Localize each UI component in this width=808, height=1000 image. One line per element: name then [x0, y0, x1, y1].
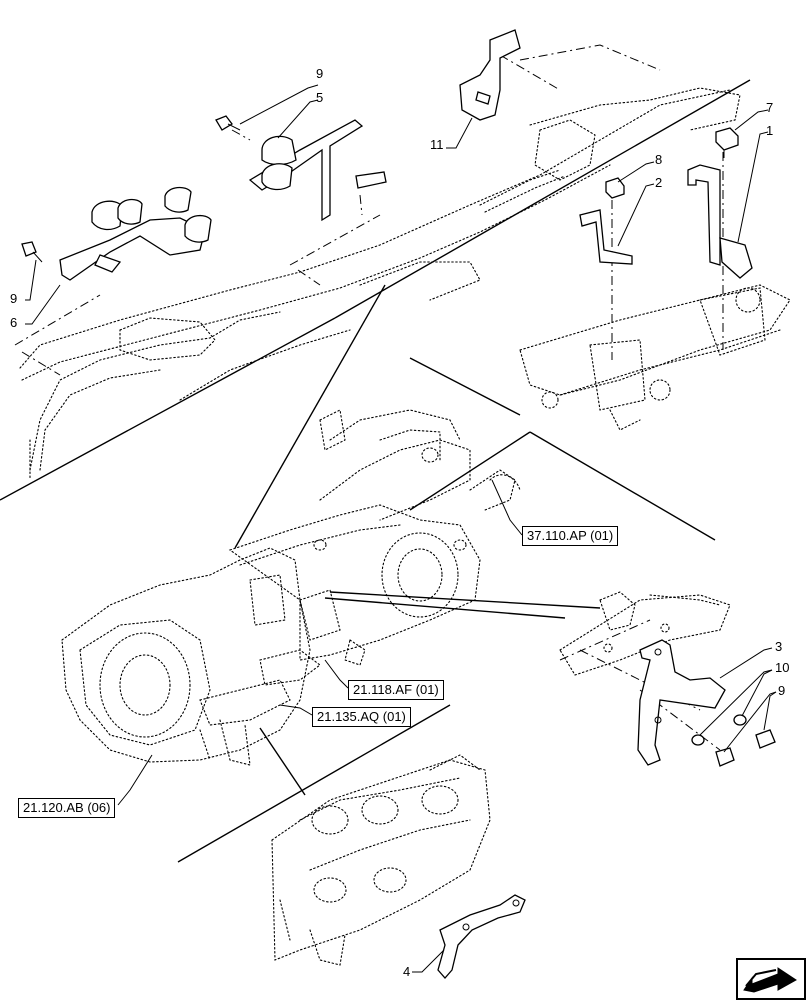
transmission-assembly: [61, 409, 521, 766]
callout-8: 8: [655, 152, 663, 167]
clamp-bracket-6: [59, 217, 206, 281]
washer-10: [691, 734, 705, 746]
callout-9-right: 9: [778, 683, 786, 698]
mounting-bracket-2: [579, 209, 633, 265]
callout-1: 1: [766, 123, 774, 138]
lower-valve-block: [271, 754, 526, 979]
callout-5: 5: [316, 90, 324, 105]
reference-link-37-110-ap[interactable]: 37.110.AP (01): [522, 526, 619, 547]
support-bracket-11: [459, 29, 521, 121]
callout-3: 3: [775, 639, 783, 654]
leader-lines: [25, 84, 777, 973]
reference-link-21-120-ab[interactable]: 21.120.AB (06): [18, 798, 116, 819]
callout-7: 7: [766, 100, 774, 115]
arrow-icon-graphic: [743, 967, 797, 993]
washer-10b: [733, 714, 747, 726]
callout-4: 4: [403, 964, 411, 979]
callout-11: 11: [430, 137, 444, 152]
bolt-7: [715, 127, 739, 151]
bolt-9: [215, 115, 233, 131]
bolt-9-left: [21, 241, 37, 257]
bolt-9-right-b: [755, 729, 776, 749]
lower-right-detail: [559, 591, 776, 767]
alignment-lines: [14, 44, 724, 751]
callout-9-top: 9: [316, 66, 324, 81]
callout-9-left: 9: [10, 291, 18, 306]
bolt-9-right: [715, 747, 735, 767]
callout-10: 10: [775, 660, 790, 675]
reference-link-21-118-af[interactable]: 21.118.AF (01): [348, 680, 444, 701]
bracket-group-top: [21, 29, 753, 281]
section-lines: [0, 79, 751, 863]
mounting-bracket-4: [437, 894, 526, 979]
callout-6: 6: [10, 315, 18, 330]
previous-page-arrow-icon[interactable]: [736, 958, 806, 1000]
chassis-frame: [19, 87, 791, 481]
callout-2: 2: [655, 175, 663, 190]
bolt-8: [605, 177, 625, 199]
reference-link-21-135-aq[interactable]: 21.135.AQ (01): [312, 707, 411, 728]
mounting-bracket-1: [687, 164, 721, 266]
mounting-bracket-3: [637, 639, 726, 766]
